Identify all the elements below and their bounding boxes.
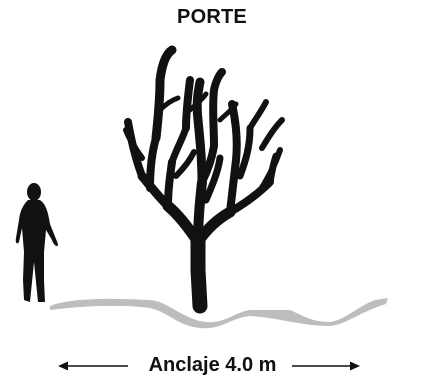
cactus-tree-silhouette (123, 45, 285, 314)
right-arrow-icon (292, 361, 360, 371)
anchor-label: Anclaje 4.0 m (148, 354, 277, 376)
ground-profile (50, 298, 388, 329)
scale-illustration (15, 45, 388, 329)
diagram-title: PORTE (177, 6, 247, 28)
person-silhouette (15, 183, 59, 302)
anchor-dimension: Anclaje 4.0 m (0, 350, 424, 380)
left-arrow-icon (58, 361, 128, 371)
